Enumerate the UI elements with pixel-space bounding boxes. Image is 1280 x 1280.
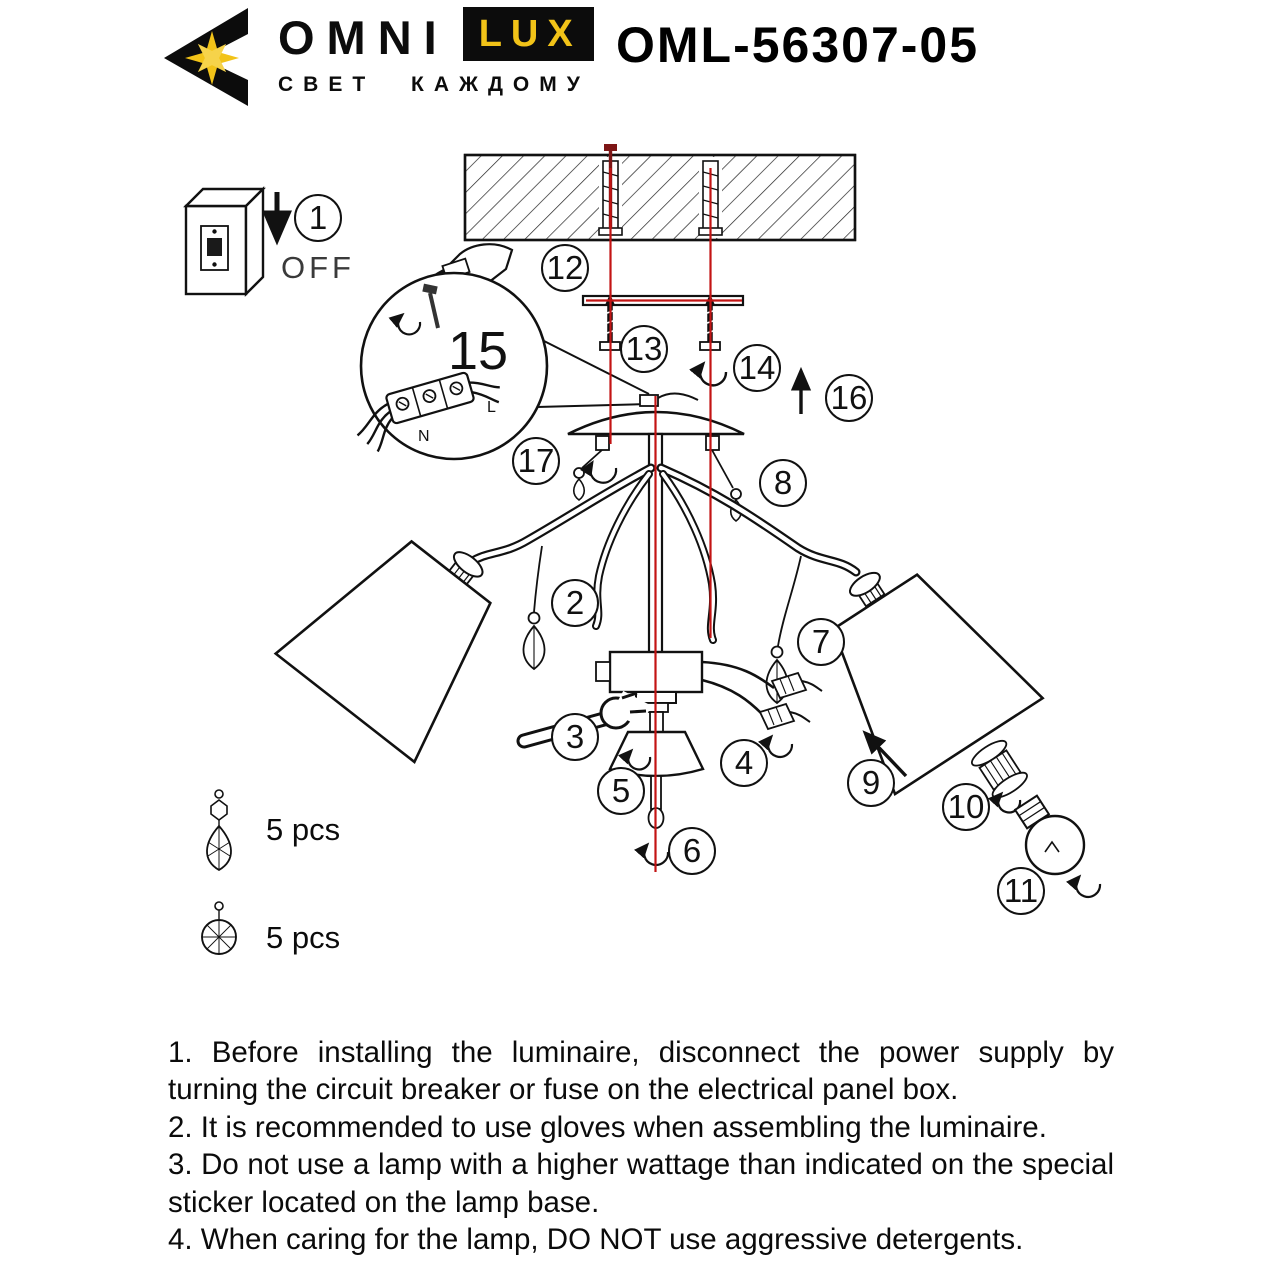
switch-off-label: OFF — [281, 250, 355, 285]
instruction-4: 4. When caring for the lamp, DO NOT use … — [168, 1223, 1024, 1257]
instructions-text: 1. Before installing the luminaire, disc… — [168, 1034, 1114, 1259]
callout-8: 8 — [759, 459, 807, 507]
circuit-breaker-switch — [183, 186, 266, 297]
part-qty-ball: 5 pcs — [266, 920, 341, 955]
instruction-2: 2. It is recommended to use gloves when … — [168, 1110, 1047, 1144]
callout-2: 2 — [551, 579, 599, 627]
callout-12: 12 — [541, 244, 589, 292]
omnilux-logo-icon — [150, 6, 258, 106]
callout-10: 10 — [942, 783, 990, 831]
omnilux-logo: OMNI LUX СВЕТ КАЖДОМУ — [150, 6, 594, 106]
rotate-arrow-icon — [758, 734, 794, 758]
terminal-block — [356, 371, 500, 453]
callout-11: 11 — [997, 867, 1045, 915]
wire-connector-caps — [758, 671, 823, 731]
callout-1: 1 — [294, 194, 342, 242]
chandelier — [466, 392, 861, 866]
brand-name-box: LUX — [462, 6, 594, 61]
attach-direction-arrow — [862, 730, 908, 778]
model-number: OML-56307-05 — [616, 17, 980, 73]
callout-16: 16 — [825, 374, 873, 422]
wire-label-neutral: N — [418, 428, 430, 445]
shade-socket-left — [446, 551, 484, 588]
rotate-arrow-icon — [634, 842, 670, 866]
callout-5: 5 — [597, 767, 645, 815]
rotate-arrow-icon — [689, 361, 728, 387]
lampshade-left — [273, 539, 492, 764]
ceiling — [463, 144, 857, 242]
rotate-arrow-icon — [987, 791, 1022, 814]
brand-name-first: OMNI — [278, 11, 449, 64]
lamp-socket-exploded — [971, 739, 1028, 799]
callout-6: 6 — [668, 827, 716, 875]
light-bulb-icon — [1013, 794, 1102, 898]
crystal-drop-pendant-icon — [206, 789, 232, 872]
callout-7: 7 — [797, 618, 845, 666]
callout-14: 14 — [733, 344, 781, 392]
rotate-arrow-icon — [580, 460, 618, 484]
instruction-3: 3. Do not use a lamp with a higher watta… — [168, 1148, 1114, 1219]
callout-13: 13 — [620, 325, 668, 373]
rotate-arrow-icon — [617, 748, 652, 771]
terminal-screw — [388, 283, 440, 336]
shade-socket-right — [849, 571, 886, 608]
alignment-guide-lines — [586, 168, 742, 872]
wiring-detail-magnifier: L N — [356, 271, 650, 461]
brand-tagline: СВЕТ КАЖДОМУ — [278, 73, 590, 96]
wire-label-live: L — [487, 399, 496, 416]
logo-text: OMNI LUX СВЕТ КАЖДОМУ — [278, 6, 594, 97]
callout-15: 15 — [448, 321, 509, 381]
part-qty-drop: 5 pcs — [266, 812, 341, 847]
callout-17: 17 — [512, 437, 560, 485]
callout-3: 3 — [551, 713, 599, 761]
callout-4: 4 — [720, 739, 768, 787]
crystal-pendant-left — [522, 545, 546, 671]
callout-9: 9 — [847, 759, 895, 807]
crystal-ball-pendant-icon — [201, 901, 237, 955]
instruction-1: 1. Before installing the luminaire, disc… — [168, 1036, 1114, 1107]
